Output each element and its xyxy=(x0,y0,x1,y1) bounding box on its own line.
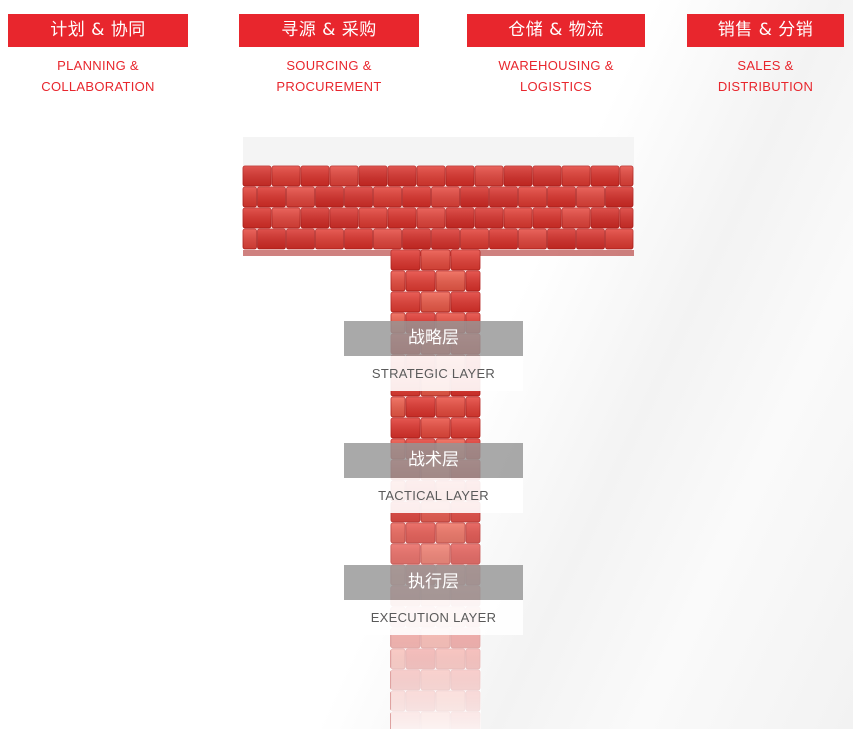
layer-tactical: 战术层 TACTICAL LAYER xyxy=(344,443,523,513)
top-bar-brick-shade xyxy=(431,229,460,249)
layer-strategic: 战略层 STRATEGIC LAYER xyxy=(344,321,523,391)
top-bar-brick-shade xyxy=(257,229,286,249)
stem-brick-shade xyxy=(391,250,420,270)
top-bar-brick-shade xyxy=(518,229,547,249)
category-zh-label: 销售 & 分销 xyxy=(687,14,844,47)
category-zh-label: 仓储 & 物流 xyxy=(467,14,645,47)
stem-brick-shade xyxy=(406,271,435,291)
top-bar-brick-shade xyxy=(315,187,344,207)
top-bar-brick-shade xyxy=(605,187,633,207)
category-zh-label: 计划 & 协同 xyxy=(8,14,188,47)
top-bar-brick-shade xyxy=(562,208,590,228)
top-bar-brick-shade xyxy=(446,208,474,228)
category-zh-label: 寻源 & 采购 xyxy=(239,14,419,47)
top-bar-brick-shade xyxy=(475,208,503,228)
top-bar-brick-shade xyxy=(359,166,387,186)
top-bar-brick-shade xyxy=(475,166,503,186)
stem-brick-shade xyxy=(421,250,450,270)
top-shadow xyxy=(243,137,634,167)
top-bar-brick-shade xyxy=(301,166,329,186)
layer-en-label: STRATEGIC LAYER xyxy=(344,356,523,391)
top-bar-brick-shade xyxy=(402,229,431,249)
top-bar-brick-shade xyxy=(388,166,416,186)
top-bar-brick-shade xyxy=(301,208,329,228)
top-bar-brick-shade xyxy=(243,229,257,249)
top-bar-brick-shade xyxy=(460,187,489,207)
top-bar-brick-shade xyxy=(286,229,315,249)
top-bar-brick-shade xyxy=(504,208,532,228)
top-bar-brick-shade xyxy=(330,208,358,228)
top-bar-brick-shade xyxy=(388,208,416,228)
top-bar-brick-shade xyxy=(417,166,445,186)
top-bar-brick-shade xyxy=(243,166,271,186)
top-bar-brick-shade xyxy=(344,187,373,207)
stem-brick-shade xyxy=(391,271,405,291)
category-en-label: SOURCING & PROCUREMENT xyxy=(276,58,382,94)
top-bar-brick-shade xyxy=(315,229,344,249)
top-bar-brick-shade xyxy=(489,187,518,207)
top-bar-brick-shade xyxy=(417,208,445,228)
category-sales: 销售 & 分销 SALES & DISTRIBUTION xyxy=(687,14,844,97)
top-bar-brick-shade xyxy=(547,229,576,249)
top-bar-brick-shade xyxy=(460,229,489,249)
top-bar-brick-shade xyxy=(359,208,387,228)
top-bar-brick-shade xyxy=(272,166,300,186)
category-en-label: PLANNING & COLLABORATION xyxy=(41,58,155,94)
top-bar-brick-shade xyxy=(243,208,271,228)
layer-zh-label: 战略层 xyxy=(344,321,523,356)
top-bar-brick-shade xyxy=(620,208,633,228)
top-bar-brick-shade xyxy=(605,229,633,249)
layer-zh-label: 执行层 xyxy=(344,565,523,600)
layer-zh-label: 战术层 xyxy=(344,443,523,478)
top-bar-brick-shade xyxy=(373,229,402,249)
top-bar-brick-shade xyxy=(576,229,605,249)
top-bar-brick-shade xyxy=(286,187,315,207)
category-planning: 计划 & 协同 PLANNING & COLLABORATION xyxy=(8,14,188,97)
top-bar-brick-shade xyxy=(330,166,358,186)
top-bar-brick-shade xyxy=(591,208,619,228)
top-bar-brick-shade xyxy=(533,208,561,228)
top-bar-brick-shade xyxy=(257,187,286,207)
category-en-label: SALES & DISTRIBUTION xyxy=(717,58,814,94)
top-bar-brick-shade xyxy=(344,229,373,249)
top-bar-brick-shade xyxy=(547,187,576,207)
category-warehousing: 仓储 & 物流 WAREHOUSING & LOGISTICS xyxy=(467,14,645,97)
top-bar-brick-shade xyxy=(402,187,431,207)
top-bar-brick-shade xyxy=(562,166,590,186)
top-bar-brick-shade xyxy=(620,166,633,186)
stem-brick-shade xyxy=(451,250,480,270)
top-bar-brick-shade xyxy=(489,229,518,249)
top-bar-brick-shade xyxy=(243,187,257,207)
top-bar-brick-shade xyxy=(504,166,532,186)
stem-brick-shade xyxy=(466,271,480,291)
top-bar-brick-shade xyxy=(272,208,300,228)
top-bar-brick-shade xyxy=(431,187,460,207)
category-en-label: WAREHOUSING & LOGISTICS xyxy=(498,58,614,94)
top-bar-brick-shade xyxy=(591,166,619,186)
top-bar-brick-shade xyxy=(576,187,605,207)
top-bar-brick-shade xyxy=(518,187,547,207)
stem-brick-shade xyxy=(436,271,465,291)
layer-en-label: EXECUTION LAYER xyxy=(344,600,523,635)
top-bar-brick-shade xyxy=(373,187,402,207)
layer-execution: 执行层 EXECUTION LAYER xyxy=(344,565,523,635)
top-bar-brick-shade xyxy=(533,166,561,186)
category-sourcing: 寻源 & 采购 SOURCING & PROCUREMENT xyxy=(239,14,419,97)
layer-en-label: TACTICAL LAYER xyxy=(344,478,523,513)
top-bar-brick-shade xyxy=(446,166,474,186)
